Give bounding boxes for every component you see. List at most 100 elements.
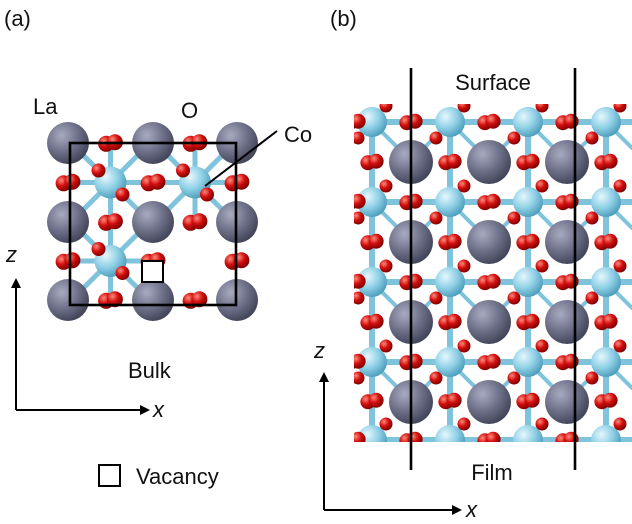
panel-a-tag: (a) — [4, 6, 31, 31]
bond — [370, 438, 377, 442]
bond — [367, 438, 374, 442]
o-atom — [354, 353, 366, 369]
o-atom — [430, 450, 443, 463]
o-atom — [354, 193, 366, 209]
co-atom — [435, 425, 465, 442]
o-atom — [524, 153, 540, 169]
film-label: Film — [471, 460, 513, 485]
vacancy-legend-label: Vacancy — [136, 464, 219, 489]
o-atom — [176, 163, 190, 178]
o-atom — [368, 153, 384, 169]
o-atom — [457, 417, 471, 431]
panel-b-la-atoms — [389, 140, 589, 424]
o-atom — [585, 371, 599, 385]
o-atom — [485, 431, 501, 442]
o-atom — [535, 179, 549, 193]
o-atom — [368, 313, 384, 329]
o-atom — [613, 179, 627, 193]
o-atom — [91, 163, 106, 178]
o-atom — [429, 131, 443, 145]
o-atom — [115, 187, 130, 202]
panel-a-la-atoms — [47, 122, 258, 321]
la-atom — [467, 300, 511, 344]
la-atom-label: La — [33, 94, 58, 119]
panel-b-x-label: x — [465, 497, 478, 522]
la-atom — [545, 300, 589, 344]
o-atom — [354, 131, 365, 145]
vacancy-legend: Vacancy — [98, 464, 219, 489]
la-atom — [467, 140, 511, 184]
panel-b-film-lattice — [354, 104, 632, 463]
o-atom — [457, 339, 471, 353]
o-atom — [233, 252, 250, 269]
co-atom — [591, 107, 621, 137]
vacancy-legend-swatch — [98, 464, 121, 487]
o-atom — [563, 193, 579, 209]
surface-label-bg — [438, 66, 550, 96]
co-atom — [591, 187, 621, 217]
panel-a-bulk-lattice — [47, 122, 258, 321]
o-atom — [485, 273, 501, 289]
o-atom — [446, 153, 462, 169]
co-atom — [357, 267, 387, 297]
o-atom — [149, 173, 166, 190]
o-atom — [585, 211, 599, 225]
la-atom — [545, 140, 589, 184]
vacancy-marker — [141, 260, 164, 283]
panel-b-axes: z x — [313, 338, 478, 522]
co-leader-line — [204, 130, 278, 187]
o-atom — [64, 173, 81, 190]
co-atom — [513, 425, 543, 442]
panel-b-tag: (b) — [330, 6, 357, 31]
o-atom — [524, 392, 540, 408]
panel-a-x-label: x — [152, 397, 165, 422]
panel-a-caption: Bulk — [128, 358, 172, 383]
o-atom — [485, 193, 501, 209]
o-atom — [563, 353, 579, 369]
o-atom — [485, 353, 501, 369]
o-atom — [379, 339, 393, 353]
co-atom — [435, 107, 465, 137]
o-atom — [524, 313, 540, 329]
panel-a-o-atoms — [55, 134, 250, 309]
la-atom — [47, 201, 89, 243]
o-atom — [613, 339, 627, 353]
la-atom — [132, 201, 174, 243]
o-atom — [233, 173, 250, 190]
o-atom — [457, 104, 471, 113]
la-atom — [132, 279, 174, 321]
panel-b-z-label: z — [313, 338, 325, 363]
co-atom — [435, 267, 465, 297]
o-atom — [563, 431, 579, 442]
bond — [526, 438, 533, 442]
co-atom — [591, 347, 621, 377]
o-atom — [354, 371, 365, 385]
o-atom — [191, 291, 208, 308]
o-atom — [585, 131, 599, 145]
o-atom — [200, 187, 214, 202]
o-atom — [457, 259, 471, 273]
la-atom — [467, 220, 511, 264]
o-atom — [507, 291, 521, 305]
co-atom — [357, 107, 387, 137]
co-atom — [591, 267, 621, 297]
o-atom — [602, 313, 618, 329]
o-atom — [368, 392, 384, 408]
o-atom — [524, 233, 540, 249]
la-atom — [467, 380, 511, 424]
bond — [445, 438, 452, 442]
o-atom — [507, 131, 521, 145]
o-atom — [354, 291, 365, 305]
o-atom — [91, 242, 106, 256]
o-atom — [535, 259, 549, 273]
o-atom — [613, 104, 627, 113]
o-atom — [457, 179, 471, 193]
co-atom — [435, 187, 465, 217]
o-atom — [115, 266, 130, 280]
la-atom — [47, 122, 89, 164]
o-atom — [379, 104, 393, 113]
o-atom — [429, 371, 443, 385]
o-atom — [535, 417, 549, 431]
co-atom — [357, 187, 387, 217]
